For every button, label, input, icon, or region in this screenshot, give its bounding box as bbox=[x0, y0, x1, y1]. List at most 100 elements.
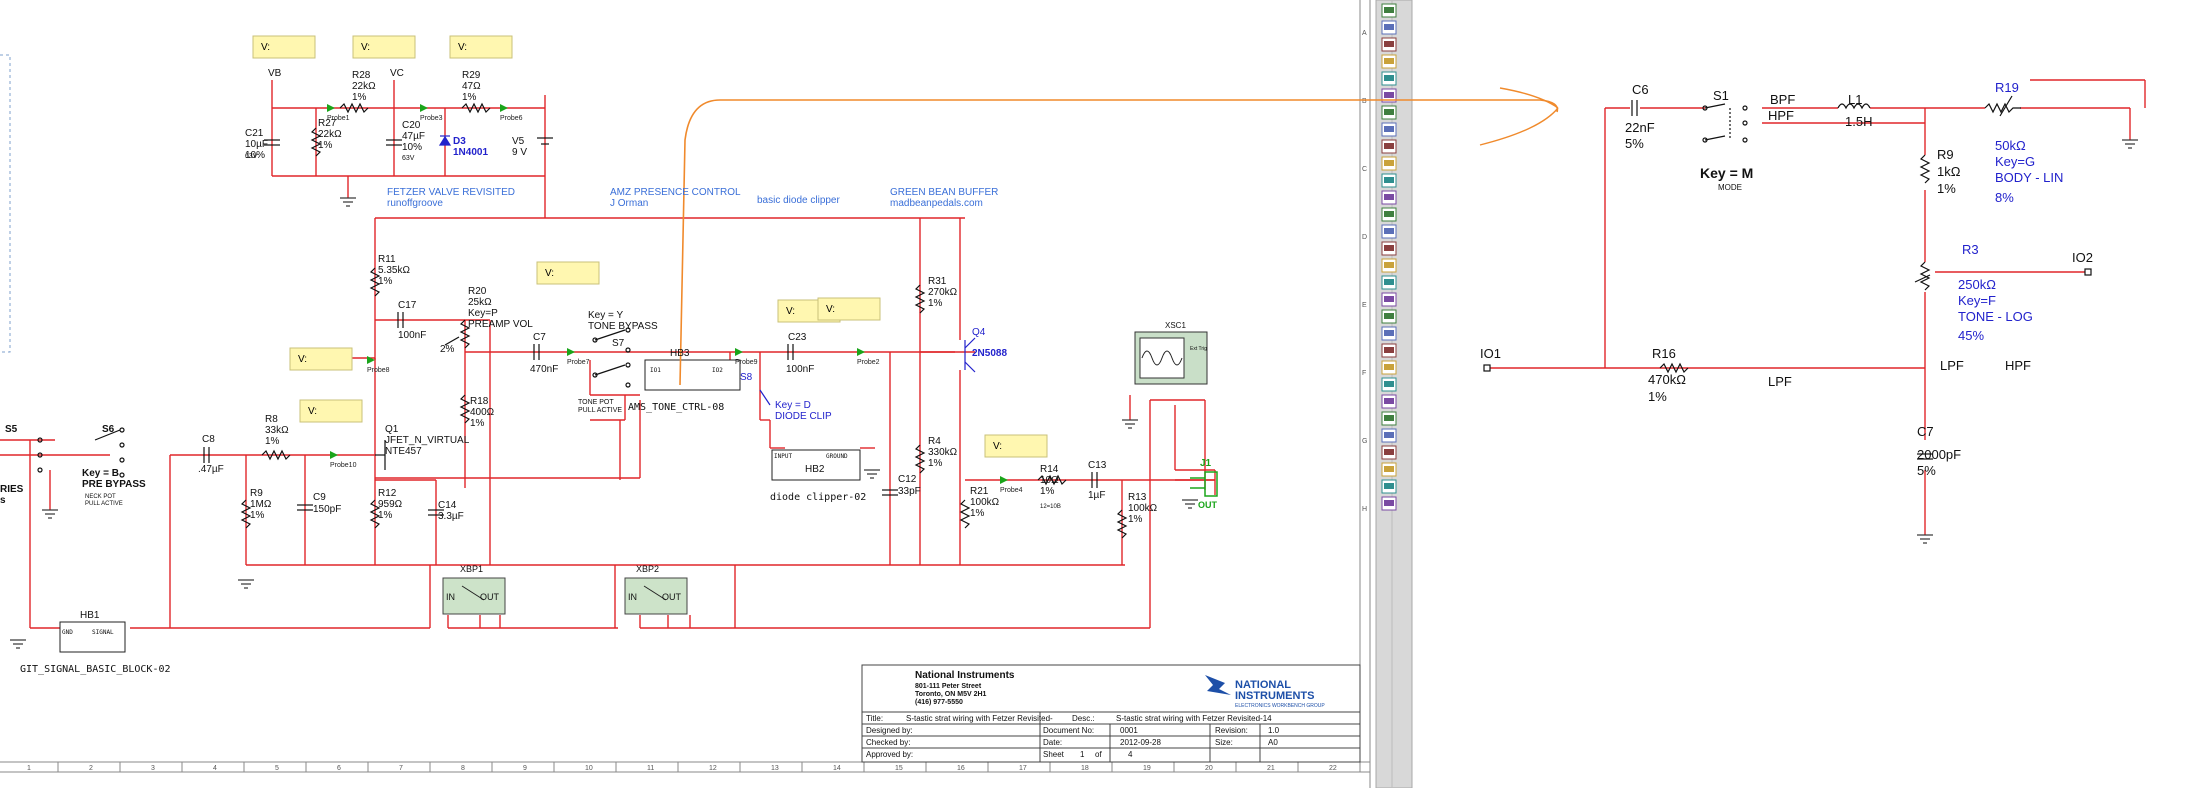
resistor-r9-right bbox=[1919, 154, 1931, 184]
hier-block-hb2[interactable] bbox=[771, 449, 861, 481]
label-text: Toronto, ON M5V 2H1 bbox=[915, 691, 987, 698]
label-text: 959Ω bbox=[378, 499, 403, 510]
label-text: Q1 bbox=[385, 424, 399, 435]
bypass-box-xbp1[interactable] bbox=[442, 577, 506, 615]
label-text: BODY - LIN bbox=[1995, 170, 2063, 185]
label-text: Sheet bbox=[1043, 750, 1065, 759]
label-text: ELECTRONICS WORKBENCH GROUP bbox=[1235, 703, 1325, 709]
probe-box[interactable] bbox=[352, 35, 416, 59]
oscilloscope-xsc1[interactable] bbox=[1134, 331, 1208, 385]
label-text: R9 bbox=[250, 488, 263, 499]
voltage-probe[interactable]: V: bbox=[289, 347, 353, 371]
label-text: NATIONAL bbox=[1235, 679, 1291, 691]
label-text: IN bbox=[446, 592, 455, 602]
probe-label: V: bbox=[458, 42, 467, 53]
label-text: 100kΩ bbox=[1128, 503, 1158, 514]
label-text: 1% bbox=[928, 458, 943, 469]
capacitor-c21 bbox=[264, 139, 280, 146]
hier-block-hb1[interactable] bbox=[59, 621, 126, 653]
label-text: R20 bbox=[468, 286, 487, 297]
potentiometer-r3 bbox=[1919, 261, 1931, 291]
label-text: R27 bbox=[318, 118, 337, 129]
label-text: 470nF bbox=[530, 364, 558, 375]
label-text: Key=P bbox=[468, 308, 498, 319]
label-text: J Orman bbox=[610, 198, 648, 209]
probe-box[interactable] bbox=[289, 347, 353, 371]
label-text: 1% bbox=[928, 298, 943, 309]
label-text: S6 bbox=[102, 424, 115, 435]
battery-v5 bbox=[537, 137, 553, 145]
tool-glyph-icon bbox=[1384, 24, 1394, 30]
probe-tag: Probe2 bbox=[857, 359, 880, 366]
label-text: LPF bbox=[1940, 358, 1964, 373]
label-text: DIODE CLIP bbox=[775, 411, 832, 422]
label-text: 1MΩ bbox=[250, 499, 272, 510]
probe-box[interactable] bbox=[449, 35, 513, 59]
label-text: Desc.: bbox=[1072, 714, 1095, 723]
probe-flag-icon bbox=[567, 348, 575, 356]
label-text: HPF bbox=[2005, 358, 2031, 373]
label-text: FETZER VALVE REVISITED bbox=[387, 187, 515, 198]
resistor-r14 bbox=[1037, 474, 1067, 486]
probe-flag-icon bbox=[367, 356, 375, 364]
voltage-probes[interactable]: V:V:V:V:V:V:V:V:V: bbox=[252, 35, 1048, 458]
probe-box[interactable] bbox=[984, 434, 1048, 458]
diode-d3 bbox=[438, 135, 452, 146]
label-text: 5% bbox=[1625, 136, 1644, 151]
ruler-right-label: D bbox=[1362, 234, 1367, 241]
probe-box[interactable] bbox=[299, 399, 363, 423]
label-text: C12 bbox=[898, 474, 917, 485]
voltage-probe[interactable]: V: bbox=[984, 434, 1048, 458]
label-text: 5% bbox=[1917, 463, 1936, 478]
label-text: INSTRUMENTS bbox=[1235, 690, 1314, 702]
label-text: 10Ω bbox=[1040, 475, 1059, 486]
label-text: 33pF bbox=[898, 486, 921, 497]
instrument-toolbar[interactable] bbox=[1375, 0, 1413, 788]
probe-label: V: bbox=[826, 304, 835, 315]
voltage-probe[interactable]: V: bbox=[449, 35, 513, 59]
probe-box[interactable] bbox=[536, 261, 600, 285]
voltage-probe[interactable]: V: bbox=[817, 297, 881, 321]
label-text: 100kΩ bbox=[970, 497, 1000, 508]
label-text: 50kΩ bbox=[1995, 138, 2026, 153]
resistor-r11 bbox=[369, 267, 381, 297]
bypass-box-xbp2[interactable] bbox=[624, 577, 688, 615]
label-text: basic diode clipper bbox=[757, 195, 840, 206]
label-text: C8 bbox=[202, 434, 215, 445]
probe-box[interactable] bbox=[817, 297, 881, 321]
label-text: 1% bbox=[1128, 514, 1143, 525]
component-bodies-left bbox=[37, 102, 1128, 539]
probe-tag: Probe4 bbox=[1000, 487, 1023, 494]
label-text: C6 bbox=[1632, 82, 1649, 97]
voltage-probe[interactable]: V: bbox=[352, 35, 416, 59]
label-text: 1% bbox=[970, 508, 985, 519]
voltage-probe[interactable]: V: bbox=[299, 399, 363, 423]
probe-box[interactable] bbox=[252, 35, 316, 59]
ruler-bottom-label: 8 bbox=[461, 765, 465, 772]
output-jack-j1[interactable] bbox=[1190, 471, 1218, 497]
label-text: R3 bbox=[1962, 242, 1979, 257]
switch-s7 bbox=[592, 327, 631, 388]
ruler-bottom-label: 18 bbox=[1081, 765, 1089, 772]
label-text: 12=10B bbox=[1040, 504, 1061, 510]
label-text: 1 bbox=[1080, 750, 1085, 759]
label-text: L1 bbox=[1848, 92, 1862, 107]
label-text: SIGNAL bbox=[92, 629, 114, 636]
hier-block-hb3[interactable] bbox=[644, 359, 741, 391]
label-text: IO2 bbox=[712, 367, 723, 374]
label-text: XSC1 bbox=[1165, 321, 1186, 330]
ruler-bottom-label: 5 bbox=[275, 765, 279, 772]
tool-glyph-icon bbox=[1384, 194, 1394, 200]
voltage-probe[interactable]: V: bbox=[252, 35, 316, 59]
ruler-bottom-label: 21 bbox=[1267, 765, 1275, 772]
label-text: Key=G bbox=[1995, 154, 2035, 169]
label-text: 801-111 Peter Street bbox=[915, 683, 982, 690]
label-text: OUT bbox=[480, 592, 500, 602]
tool-glyph-icon bbox=[1384, 126, 1394, 132]
ruler-right-label: H bbox=[1362, 506, 1367, 513]
voltage-probe[interactable]: V: bbox=[536, 261, 600, 285]
